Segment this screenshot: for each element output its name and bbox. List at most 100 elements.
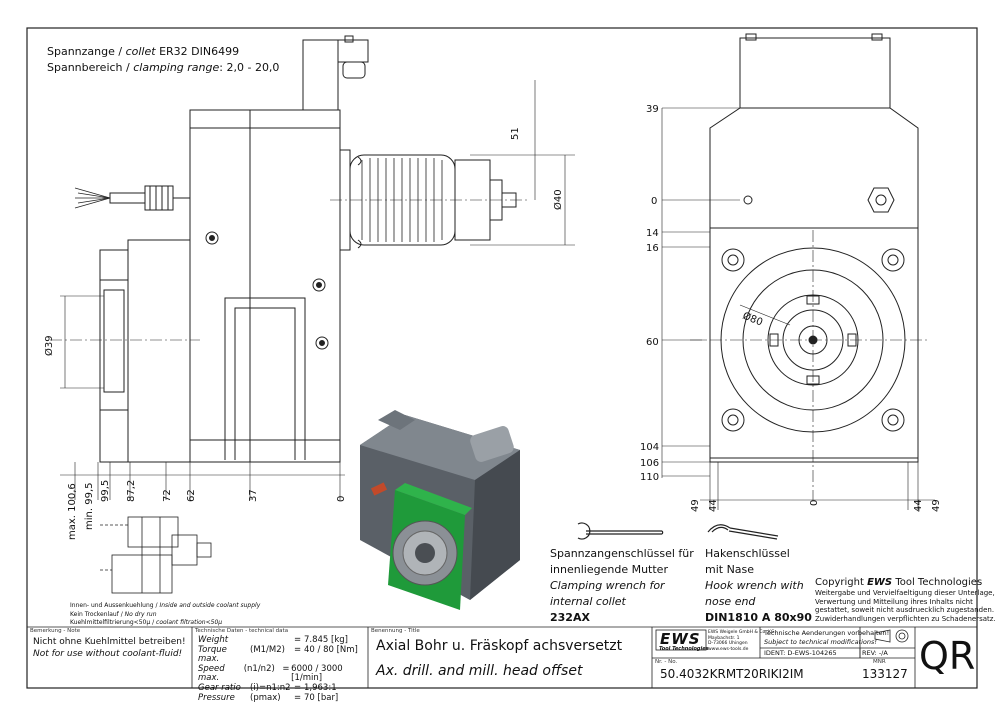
dim-bottom-87-2: 87,2 [126, 480, 137, 502]
dim-bottom-72: 72 [162, 489, 173, 502]
coolant-note-1: Innen- und Aussenkuehlung / Inside and o… [70, 602, 260, 609]
dim-bottom-37: 37 [248, 489, 259, 502]
qr-mark: QR [919, 634, 976, 678]
mnr-label: MNR [873, 659, 886, 665]
wrench2-line1: Hakenschlüssel [705, 547, 790, 560]
tech-row-val: 1,963:1 [304, 682, 337, 693]
dim-front-60: 60 [646, 337, 659, 348]
tech-row-eq: = [294, 644, 302, 655]
dim-front-39: 39 [646, 104, 659, 115]
isometric-3d-illustration [360, 410, 520, 610]
tech-row-name: Torque max. [198, 644, 227, 665]
dim-bottom-62: 62 [186, 489, 197, 502]
tech-row: Torque max. (M1/M2) =40 / 80 [Nm] [198, 644, 366, 665]
drawing-title-de: Axial Bohr u. Fräskopf achsversetzt [376, 638, 623, 654]
clamping-range: Spannbereich / clamping range: 2,0 - 20,… [47, 61, 279, 74]
ews-logo-text: EWS [660, 630, 701, 648]
tech-row: Weight =7.845 [kg] [198, 635, 366, 646]
wrench2-line3: Hook wrench with [705, 579, 804, 592]
range-label-en: clamping range [133, 61, 220, 74]
mnr-number: 133127 [862, 667, 908, 681]
side-dimension-lines [60, 80, 575, 500]
sheet-frame [26, 27, 978, 689]
rev-value: -/A [878, 649, 888, 657]
front-view [690, 33, 930, 500]
coolant-schematic [100, 516, 212, 594]
coolant-spray-marks [74, 187, 111, 209]
wrench1-code: 232AX [550, 611, 590, 624]
coolant-note-2: Kein Trockenlauf / No dry run [70, 611, 157, 618]
range-label-de: Spannbereich / [47, 61, 130, 74]
dim-front-b0: 0 [809, 500, 820, 506]
title-block-grid [27, 626, 977, 688]
copyright-body-1: Weitergabe und Vervielfaeltigung dieser … [815, 589, 995, 597]
tech-row-name: Gear ratio [198, 682, 241, 693]
company-name: EWS Weigele GmbH & Co. KG [708, 630, 775, 635]
ident-field: IDENT: D-EWS-104265 [764, 649, 837, 657]
rev-label: REV: [862, 649, 877, 657]
tech-row-sym: (i)=n1:n2 [250, 682, 291, 693]
tech-row-eq: = [294, 635, 302, 645]
collet-value: ER32 DIN6499 [159, 45, 240, 58]
dim-front-b44r: 44 [913, 499, 924, 512]
copyright-body: Weitergabe und Vervielfaeltigung dieser … [815, 589, 996, 623]
collet-label-de: Spannzange / [47, 45, 123, 58]
remark-en: Not for use without coolant-fluid! [33, 649, 183, 659]
tech-row-name: Weight [198, 635, 229, 645]
copyright-brand: EWS [867, 577, 893, 588]
wrench1-line4: internal collet [550, 595, 626, 608]
title-label: Benennung - Title [371, 628, 420, 634]
collet-label-en: collet [125, 45, 156, 58]
company-web: www.ews-tools.de [708, 646, 749, 652]
ident-label: IDENT: [764, 649, 786, 657]
front-dimension-lines [661, 107, 935, 510]
wrench2-line4: nose end [705, 595, 756, 608]
number-label: Nr. - No. [655, 659, 678, 665]
tech-row-val: 40 / 80 [Nm] [304, 644, 358, 655]
modification-note-de: Technische Aenderungen vorbehalten! [764, 629, 890, 637]
modification-note-en: Subject to technical modifications! [764, 638, 877, 646]
coolant-note-1-en: Inside and outside coolant supply [159, 602, 261, 609]
tech-row-name: Speed max. [198, 663, 225, 684]
dim-front-b49l: 49 [690, 499, 701, 512]
drawing-title-en: Ax. drill. and mill. head offset [376, 663, 583, 679]
tech-row-name: Pressure [198, 692, 235, 703]
wrench2-code: DIN1810 A 80x90 [705, 611, 812, 624]
tech-row-val: 7.845 [kg] [304, 635, 348, 645]
dim-front-b49r: 49 [931, 499, 942, 512]
tech-row-eq: = [294, 692, 302, 703]
coolant-note-3-en: coolant filtration<50μ [156, 619, 223, 626]
dim-front-0: 0 [651, 196, 657, 207]
clamping-wrench-icon [577, 522, 664, 540]
wrench1-line2: innenliegende Mutter [550, 563, 668, 576]
tech-row-sym: (n1/n2) [243, 663, 275, 674]
tech-row-val: 70 [bar] [304, 692, 339, 703]
dim-front-104: 104 [640, 442, 659, 453]
tech-row: Pressure (pmax) =70 [bar] [198, 692, 366, 704]
ews-logo-sub: Tool Technologies [659, 646, 709, 652]
ews-logo [655, 629, 707, 651]
copyright-post: Tool Technologies [895, 577, 983, 588]
dim-bottom-0: 0 [336, 496, 347, 502]
dim-front-16: 16 [646, 243, 659, 254]
company-city: D-73066 Uhingen [708, 641, 748, 646]
wrench1-line3: Clamping wrench for [550, 579, 665, 592]
dim-front-b44l: 44 [708, 499, 719, 512]
dim-bottom-max: max. 100,6 [67, 483, 78, 540]
company-address: EWS Weigele GmbH & Co. KG Maybachstr. 1 … [708, 630, 774, 652]
side-view [50, 35, 530, 463]
tech-row-sym: (pmax) [250, 692, 281, 703]
dim-front-106: 106 [640, 458, 659, 469]
coolant-note-2-en: No dry run [124, 611, 157, 618]
tech-row-sym: (M1/M2) [250, 644, 285, 655]
dim-d39: Ø39 [43, 335, 55, 356]
collet-spec: Spannzange / collet ER32 DIN6499 [47, 45, 239, 58]
tech-row: Gear ratio (i)=n1:n2=1,963:1 [198, 682, 366, 694]
tech-row-eq: = [294, 682, 302, 693]
company-street: Maybachstr. 1 [708, 635, 740, 641]
coolant-note-2-de: Kein Trockenlauf / [70, 611, 123, 618]
coolant-note-3: Kuehlmittelfiltrierung<50μ / coolant fil… [70, 619, 222, 626]
ident-value: D-EWS-104265 [787, 649, 837, 657]
revision-field: REV: -/A [862, 649, 888, 657]
range-value: : 2,0 - 20,0 [219, 61, 280, 74]
